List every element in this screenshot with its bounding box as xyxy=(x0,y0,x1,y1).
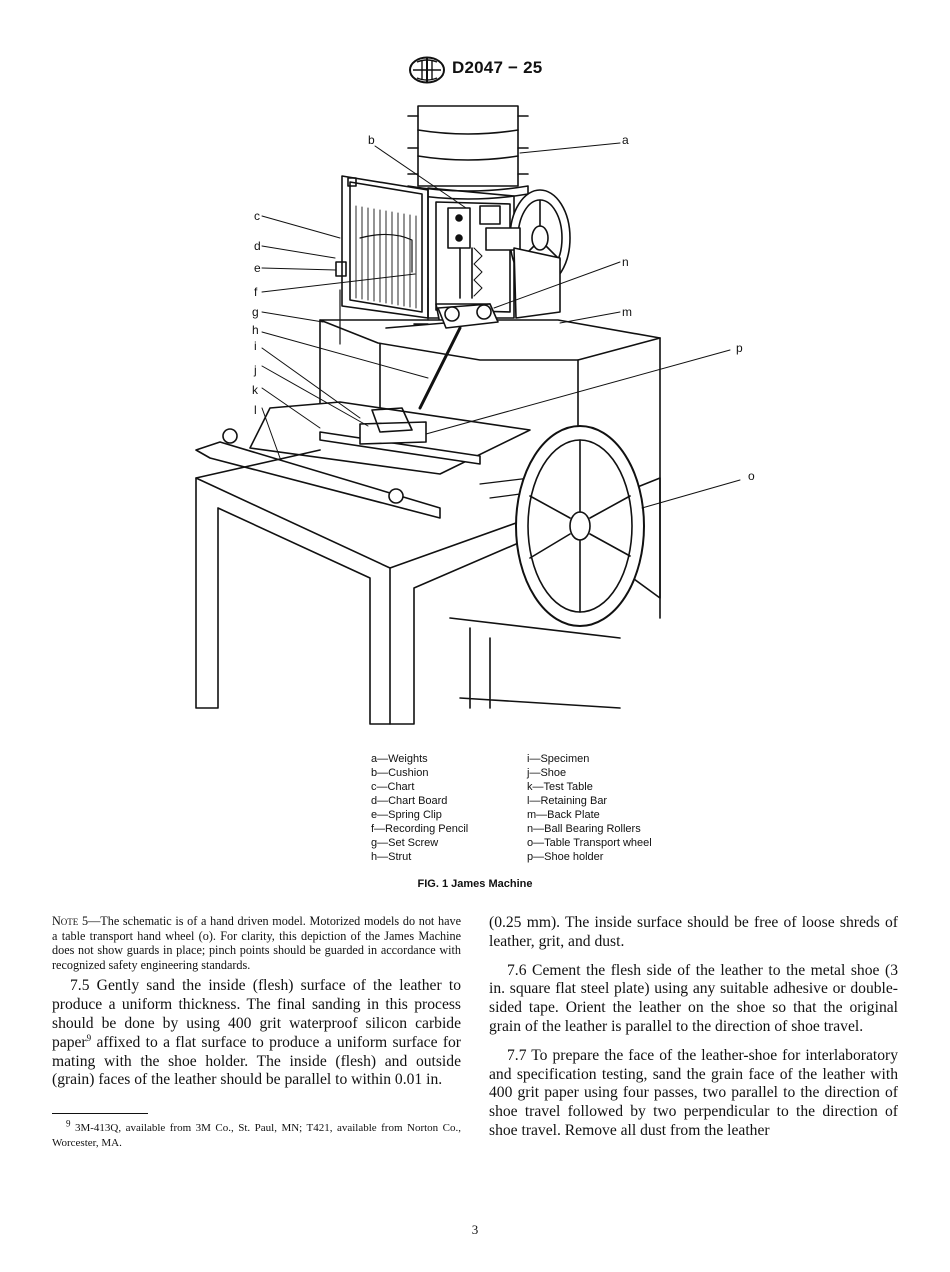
callout-b: b xyxy=(368,133,375,147)
callout-j: j xyxy=(253,363,257,377)
legend-column-right: i—Specimen j—Shoe k—Test Table l—Retaini… xyxy=(527,752,652,864)
legend-item: j—Shoe xyxy=(527,767,567,779)
note-label: Note 5 xyxy=(52,914,89,928)
paragraph-text: affixed to a flat surface to produce a u… xyxy=(52,1033,461,1089)
legend-item: l—Retaining Bar xyxy=(527,795,608,807)
callout-l: l xyxy=(254,403,257,417)
paragraph-text: 7.5 Gently sand the inside (flesh) surfa… xyxy=(52,977,461,1051)
callout-m: m xyxy=(622,305,632,319)
document-designation: D2047 − 25 xyxy=(452,58,543,77)
footnote-9: 9 3M-413Q, available from 3M Co., St. Pa… xyxy=(52,1118,461,1151)
left-column: Note 5—The schematic is of a hand driven… xyxy=(52,914,461,1090)
callout-p: p xyxy=(736,341,743,355)
legend-item: d—Chart Board xyxy=(371,795,448,807)
right-column: (0.25 mm). The inside surface should be … xyxy=(489,914,898,1141)
legend-item: c—Chart xyxy=(371,781,415,793)
roller-drawing xyxy=(437,303,499,329)
legend-item: n—Ball Bearing Rollers xyxy=(527,823,641,835)
legend-item: m—Back Plate xyxy=(527,809,600,821)
footnote-ref[interactable]: 9 xyxy=(86,1032,92,1043)
legend-item: g—Set Screw xyxy=(371,837,439,849)
footnote-number: 9 xyxy=(66,1118,71,1129)
figure-caption: FIG. 1 James Machine xyxy=(417,878,533,890)
upper-wheel-drawing xyxy=(485,189,571,319)
page-number: 3 xyxy=(471,1222,479,1237)
legend-item: i—Specimen xyxy=(527,753,590,765)
callout-n: n xyxy=(622,255,629,269)
callout-f: f xyxy=(254,285,258,299)
legend-item: k—Test Table xyxy=(527,781,593,793)
footnote-divider xyxy=(52,1113,148,1114)
callout-g: g xyxy=(252,305,259,319)
callout-leaders xyxy=(261,142,741,509)
paragraph-7-5: 7.5 Gently sand the inside (flesh) surfa… xyxy=(52,977,461,1090)
legend-column-left: a—Weights b—Cushion c—Chart d—Chart Boar… xyxy=(371,752,468,864)
test-table-drawing xyxy=(195,401,551,519)
column-drawing xyxy=(427,187,515,325)
paragraph-7-6: 7.6 Cement the flesh side of the leather… xyxy=(489,961,898,1035)
callout-d: d xyxy=(254,239,261,253)
note-text: —The schematic is of a hand driven model… xyxy=(52,914,462,972)
weights-drawing xyxy=(407,105,529,200)
page-header: D2047 − 25 xyxy=(0,56,950,86)
chart-board-drawing xyxy=(335,175,429,319)
legend-item: e—Spring Clip xyxy=(371,809,442,821)
paragraph-7-7: 7.7 To prepare the face of the leather-s… xyxy=(489,1046,898,1139)
callout-h: h xyxy=(252,323,259,337)
base-frame-drawing xyxy=(195,449,661,725)
paragraph-7-5-continued: (0.25 mm). The inside surface should be … xyxy=(489,914,898,950)
astm-logo-icon xyxy=(409,56,445,84)
callout-e: e xyxy=(254,261,261,275)
callout-k: k xyxy=(252,383,259,397)
callout-labels: a b c d e f g h i j k l m n o p xyxy=(252,133,755,483)
transport-wheel-drawing xyxy=(515,425,645,627)
note-5: Note 5—The schematic is of a hand driven… xyxy=(52,914,461,972)
legend-item: a—Weights xyxy=(371,753,428,765)
callout-i: i xyxy=(254,339,257,353)
callout-a: a xyxy=(622,133,629,147)
callout-o: o xyxy=(748,469,755,483)
callout-c: c xyxy=(254,209,260,223)
legend-item: p—Shoe holder xyxy=(527,851,604,863)
strut-drawing xyxy=(418,326,462,410)
legend-item: o—Table Transport wheel xyxy=(527,837,652,849)
legend-item: f—Recording Pencil xyxy=(371,823,469,835)
james-machine-figure: a b c d e f g h i j k l m n o p xyxy=(195,105,755,725)
legend-item: h—Strut xyxy=(371,851,412,863)
legend-item: b—Cushion xyxy=(371,767,429,779)
footnote-text: 3M-413Q, available from 3M Co., St. Paul… xyxy=(52,1122,461,1149)
